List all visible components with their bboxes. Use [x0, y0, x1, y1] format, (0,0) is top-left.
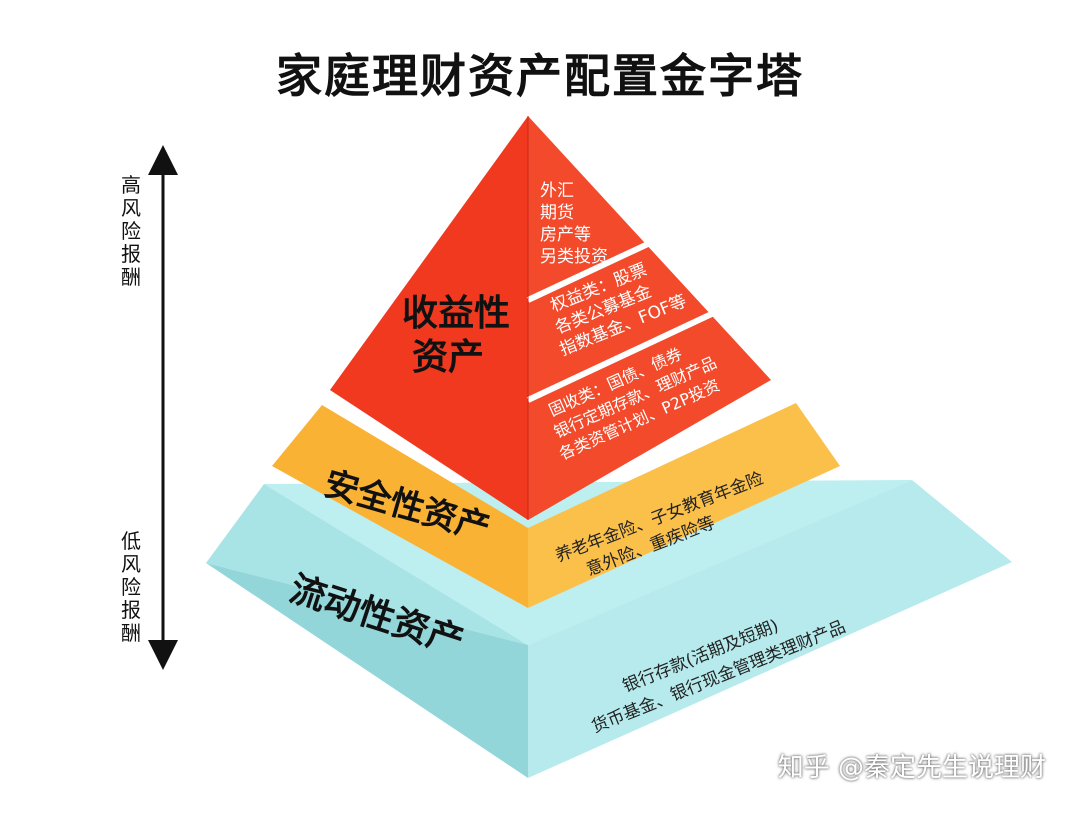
liquidity-tier-left-face [206, 484, 528, 645]
watermark: 知乎 @秦定先生说理财 [777, 753, 1046, 783]
high-risk-label: 高风险报酬 [121, 173, 141, 289]
returns-divider-1 [526, 240, 652, 303]
page-title: 家庭理财资产配置金字塔 [276, 49, 804, 103]
text-line: 另类投资 [540, 247, 608, 267]
text-line: 期货 [540, 203, 574, 223]
returns-tier-name: 收益性 资产 [402, 292, 510, 380]
text-line: 房产等 [540, 225, 591, 245]
safety-tier-right-face [528, 403, 840, 608]
low-risk-label: 低风险报酬 [121, 529, 141, 645]
returns-tier-name-line1: 收益性 [402, 293, 511, 334]
returns-item-alternative: 外汇 期货 房产等 另类投资 [540, 180, 608, 268]
returns-divider-2 [526, 308, 720, 403]
liquidity-tier-left-face-lower [206, 563, 528, 778]
liquidity-tier-right-face [528, 480, 1012, 778]
returns-tier-left-face [330, 116, 528, 520]
safety-tier-left-face [272, 405, 528, 608]
text-line: 外汇 [540, 181, 574, 201]
returns-tier-name-line2: 资产 [412, 337, 485, 378]
returns-tier-right-face [528, 116, 771, 520]
